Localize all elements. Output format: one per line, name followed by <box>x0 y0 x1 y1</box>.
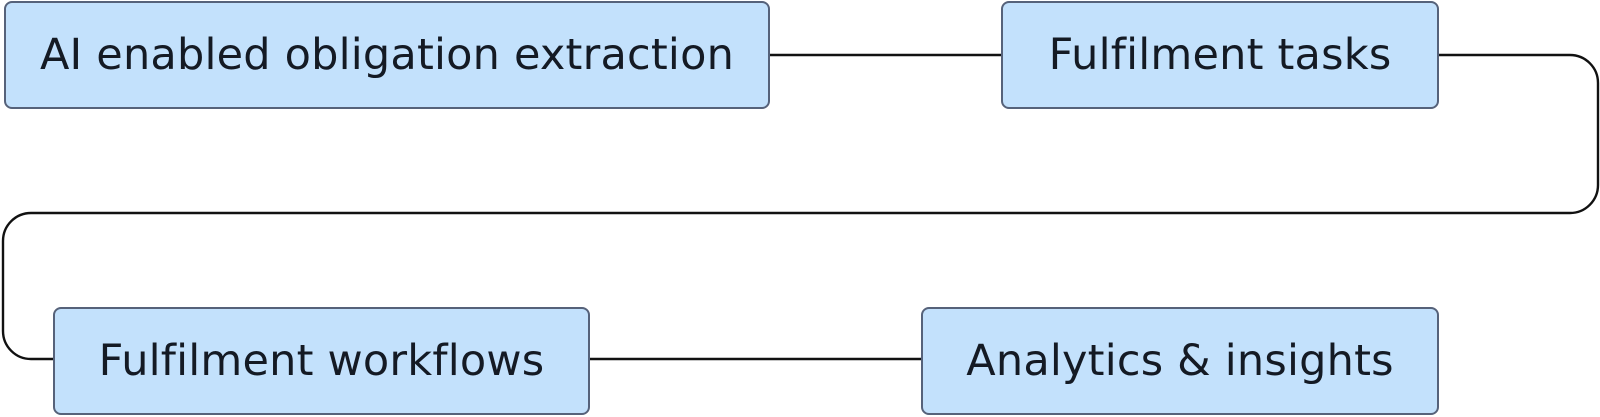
node-label: Analytics & insights <box>966 336 1394 386</box>
node-fulfilment-workflows: Fulfilment workflows <box>53 307 590 415</box>
node-label: Fulfilment tasks <box>1048 30 1392 80</box>
node-analytics-insights: Analytics & insights <box>921 307 1439 415</box>
node-ai-obligation-extraction: AI enabled obligation extraction <box>4 1 770 109</box>
node-fulfilment-tasks: Fulfilment tasks <box>1001 1 1439 109</box>
node-label: Fulfilment workflows <box>98 336 545 386</box>
connector-n2-n3 <box>1 53 1600 361</box>
node-label: AI enabled obligation extraction <box>39 30 735 80</box>
